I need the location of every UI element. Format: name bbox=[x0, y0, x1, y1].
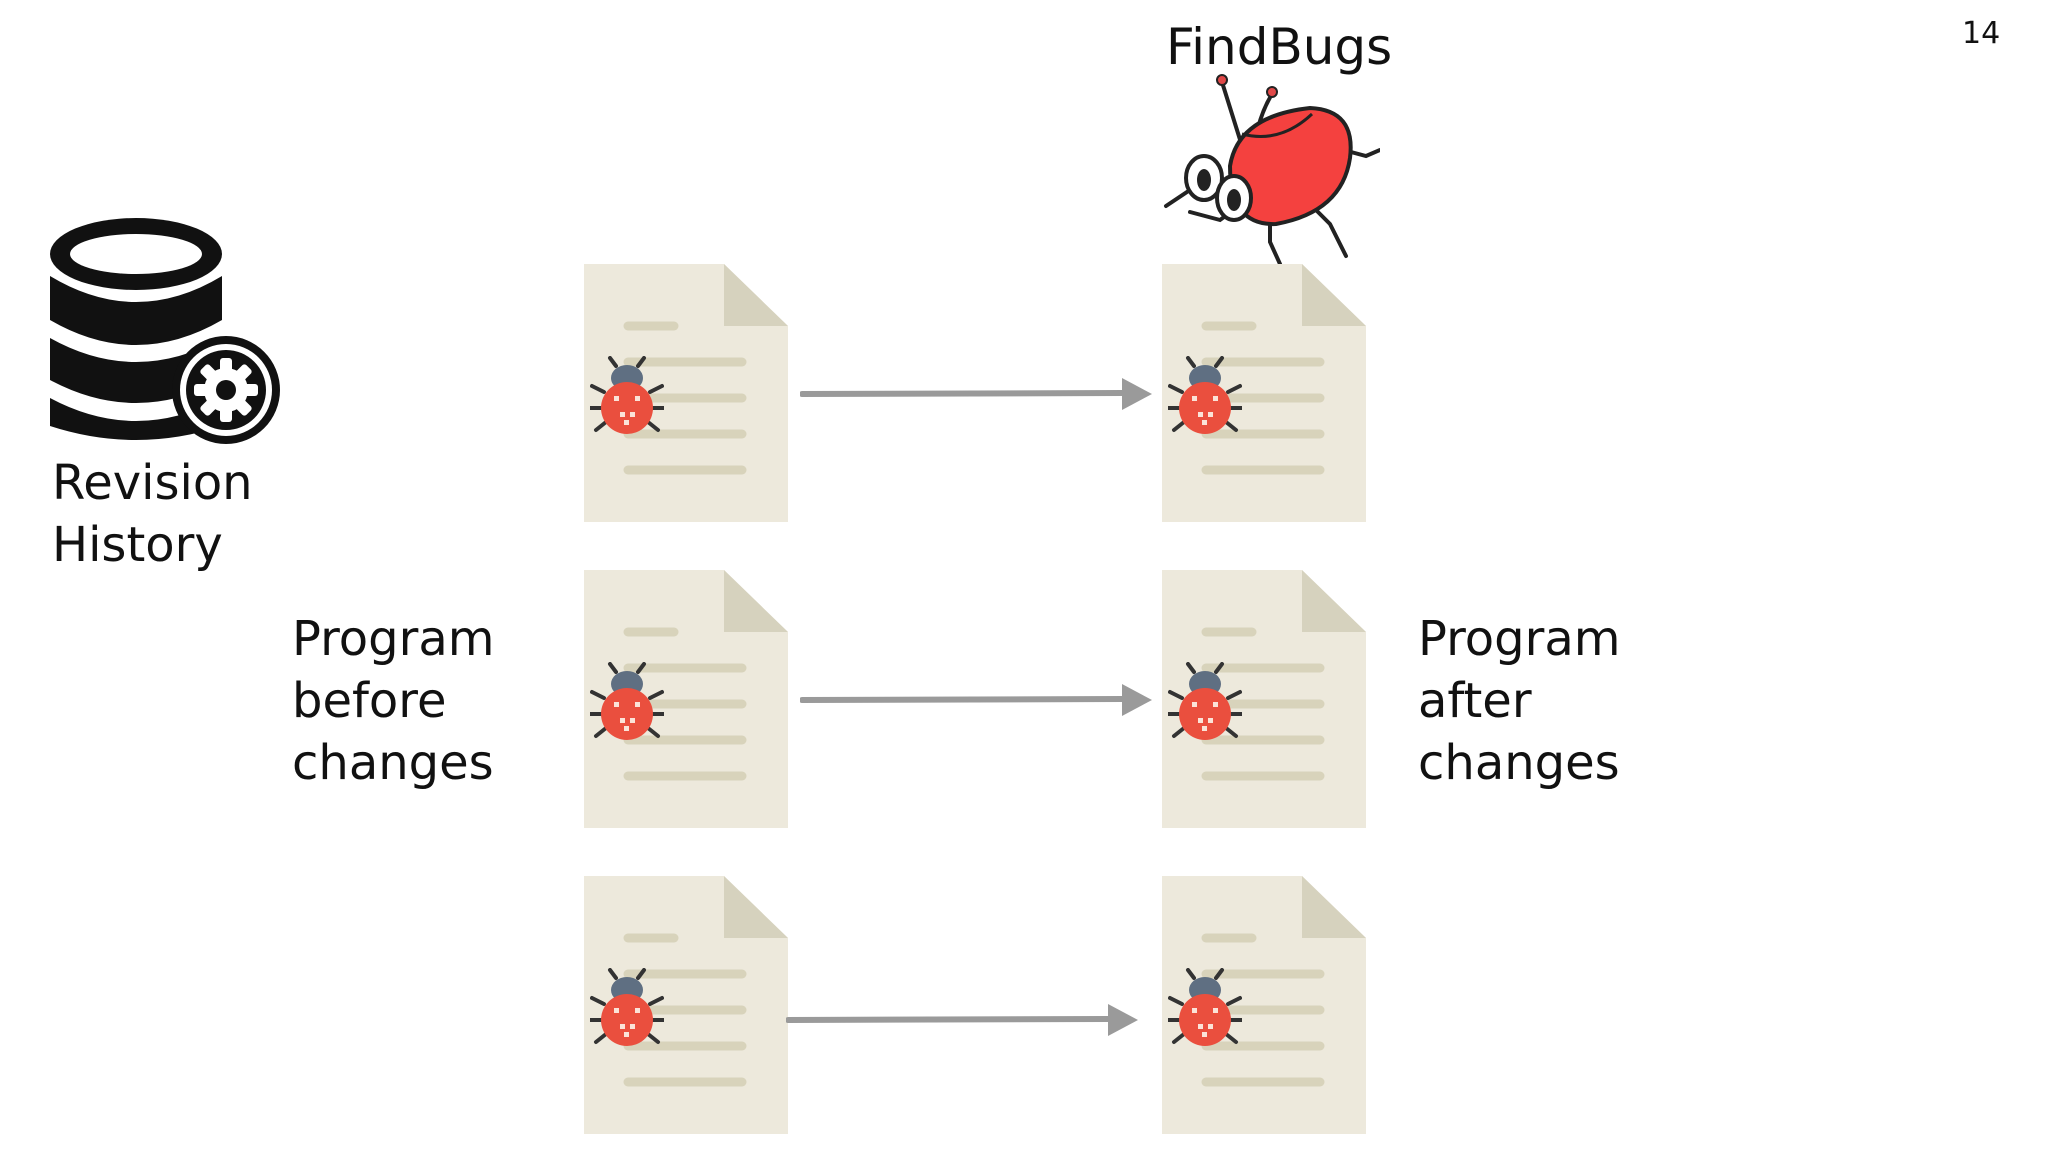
program-after-label: Program after changes bbox=[1418, 611, 1621, 791]
right-arrow bbox=[800, 378, 1152, 410]
right-arrow bbox=[786, 1004, 1138, 1036]
program-before-label: Program before changes bbox=[292, 611, 495, 791]
right-arrow bbox=[800, 684, 1152, 716]
findbugs-title: FindBugs bbox=[1166, 18, 1393, 76]
ladybug-icon bbox=[590, 662, 664, 740]
ladybug-icon bbox=[590, 968, 664, 1046]
ladybug-icon bbox=[1168, 968, 1242, 1046]
findbugs-bug-icon bbox=[1164, 74, 1380, 264]
ladybug-icon bbox=[590, 356, 664, 434]
ladybug-icon bbox=[1168, 356, 1242, 434]
revision-history-label: Revision History bbox=[52, 455, 253, 573]
document-icon bbox=[1162, 264, 1366, 522]
document-icon bbox=[584, 570, 788, 828]
document-icon bbox=[584, 264, 788, 522]
ladybug-icon bbox=[1168, 662, 1242, 740]
document-icon bbox=[1162, 570, 1366, 828]
database-gear-icon bbox=[50, 218, 280, 444]
page-number: 14 bbox=[1962, 16, 2001, 51]
